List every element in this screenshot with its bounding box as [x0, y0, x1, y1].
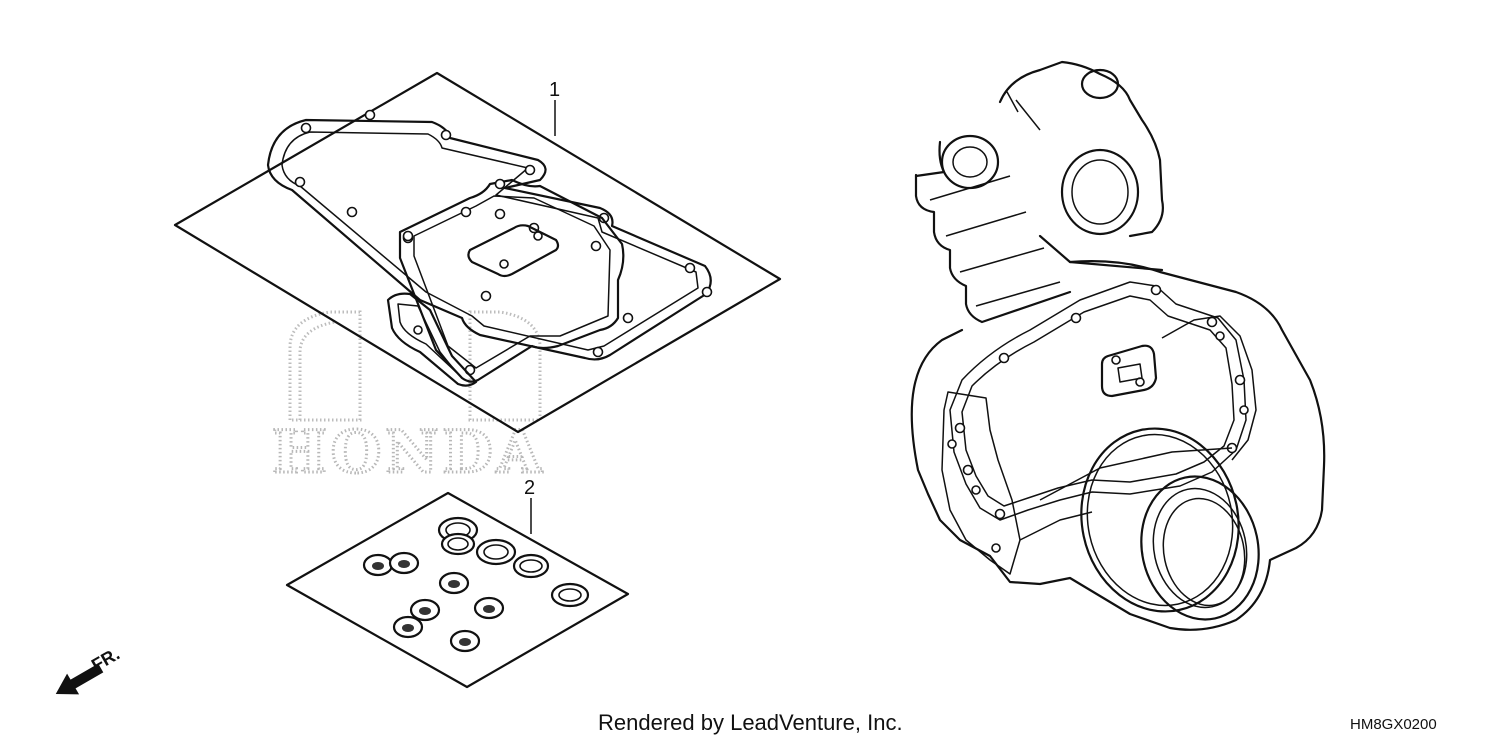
o-ring — [550, 582, 590, 608]
oil-seal — [388, 551, 420, 575]
o-ring — [440, 532, 476, 556]
oil-seal — [409, 598, 441, 622]
callout-1-label: 1 — [549, 79, 560, 101]
oil-seal — [392, 615, 424, 639]
honda-watermark-text: HONDA — [272, 418, 546, 486]
o-ring — [475, 538, 517, 566]
engine-illustration — [910, 60, 1326, 631]
honda-watermark: HONDA — [271, 310, 546, 488]
inner-gasket — [398, 178, 625, 383]
diagram-part-code: HM8GX0200 — [1350, 716, 1437, 733]
small-left-gasket — [386, 292, 478, 387]
render-credit: Rendered by LeadVenture, Inc. — [598, 710, 903, 735]
o-ring — [512, 553, 550, 579]
front-direction-marker: FR. — [55, 644, 123, 695]
oil-seal — [449, 629, 481, 653]
oil-seal — [438, 571, 470, 595]
callout-2: 2 — [524, 477, 535, 534]
gasket-kit-sheet — [173, 71, 782, 434]
callout-1: 1 — [549, 79, 560, 136]
large-o-ring — [1080, 427, 1240, 613]
callout-2-label: 2 — [524, 477, 535, 499]
cover-gasket — [266, 109, 713, 361]
small-rect-gasket — [467, 224, 560, 278]
oil-seal — [362, 553, 394, 577]
seal-rings — [362, 516, 590, 653]
oil-seal — [473, 596, 505, 620]
seal-kit-sheet — [285, 491, 630, 689]
inner-o-ring — [1140, 475, 1260, 621]
